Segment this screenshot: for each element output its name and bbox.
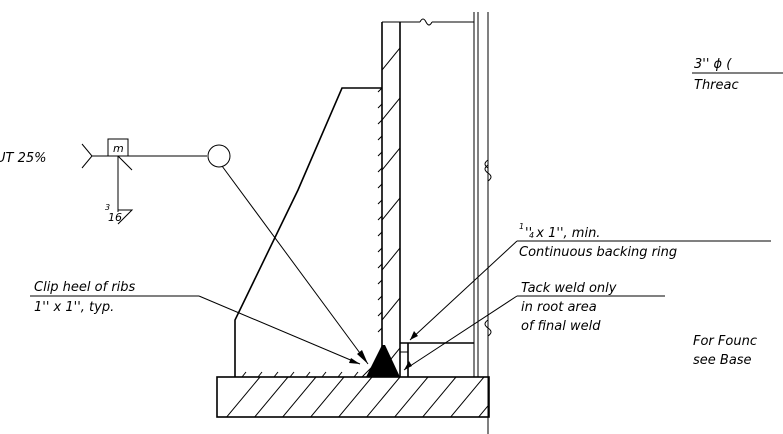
backing-ring (400, 342, 474, 377)
m-label: m (113, 142, 124, 155)
rib-gusset (234, 87, 383, 378)
foundation-line2: see Base (693, 353, 752, 368)
backing-size-numerator: 1 (519, 222, 524, 231)
thread-line2: Threac (694, 78, 739, 93)
base-plate (216, 376, 490, 418)
weld-size-numerator: 3 (105, 203, 110, 212)
pole-interior (473, 12, 492, 434)
pole-wall (381, 18, 474, 377)
groove-weld (366, 345, 400, 377)
thread-line1: 3'' ϕ ( (694, 57, 732, 72)
leader-clip-heel (30, 295, 361, 365)
ut-label: UT 25% (0, 151, 46, 166)
weld-symbol (81, 138, 369, 365)
tack-weld-line3: of final weld (521, 319, 601, 334)
backing-line2: Continuous backing ring (519, 245, 677, 260)
backing-size-denominator: 4 (529, 231, 534, 240)
clip-heel-line1: Clip heel of ribs (34, 280, 136, 295)
leader-tack-weld (403, 295, 665, 371)
leader-backing-ring (409, 240, 771, 341)
clip-heel-line2: 1'' x 1'', typ. (34, 300, 114, 315)
weld-size-denominator: 16 (108, 211, 122, 224)
backing-line1: '' x 1'', min. (525, 226, 600, 241)
foundation-line1: For Founc (693, 334, 757, 349)
tack-weld-line2: in root area (521, 300, 597, 315)
tack-weld-line1: Tack weld only (521, 281, 617, 296)
